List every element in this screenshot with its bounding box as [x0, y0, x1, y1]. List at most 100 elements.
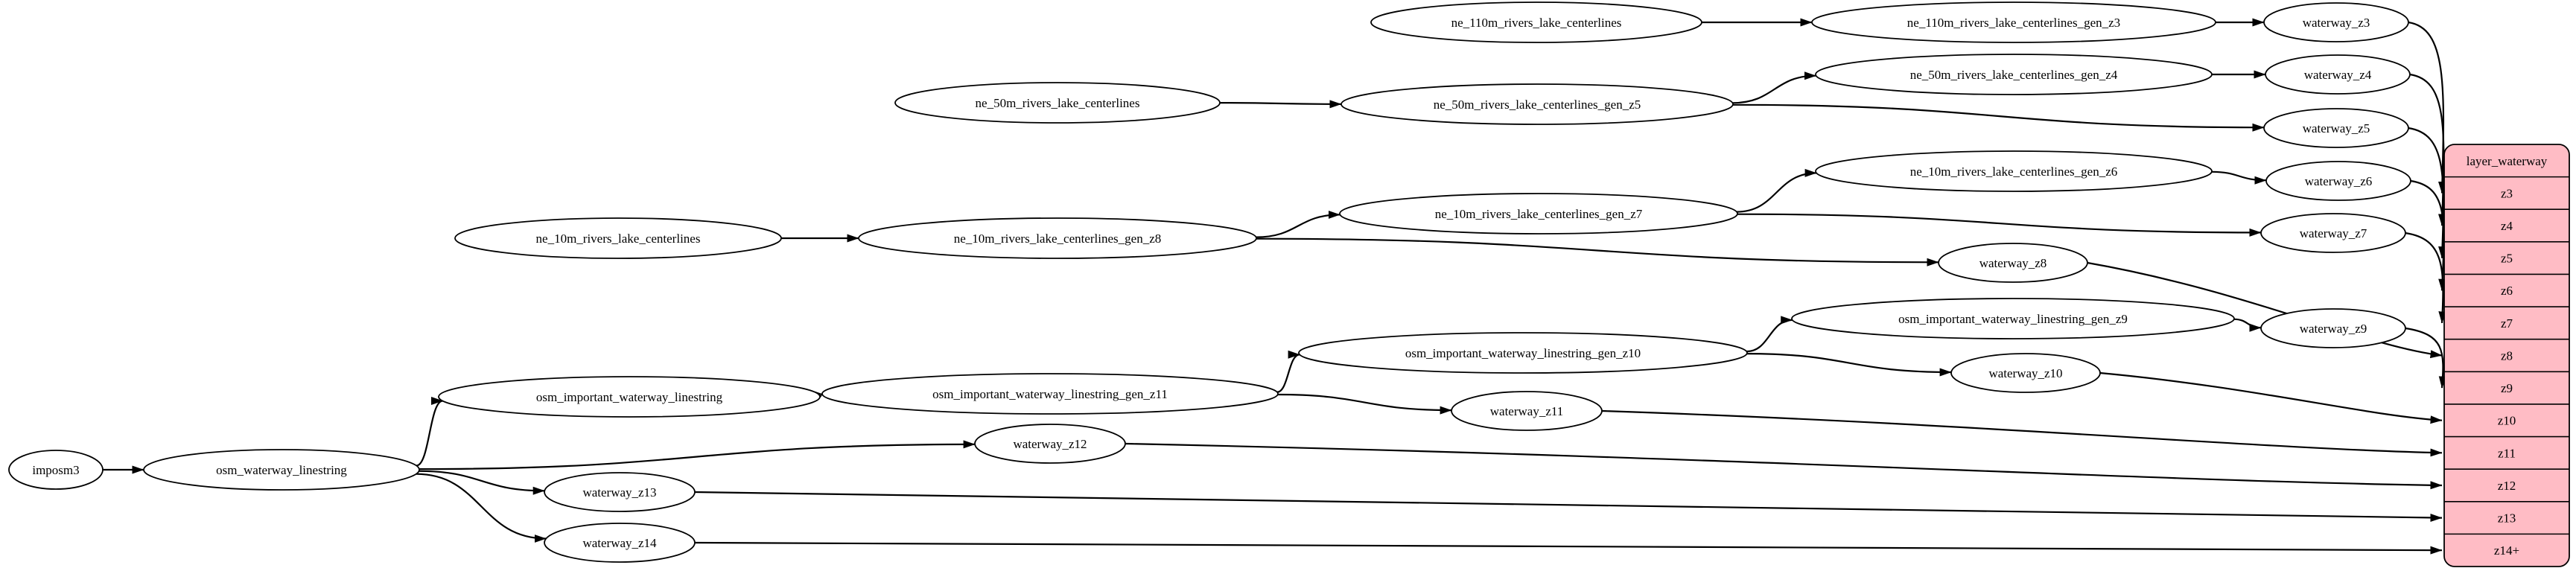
- node-label: ne_50m_rivers_lake_centerlines_gen_z5: [1434, 98, 1641, 112]
- table-row-z3: z3: [2501, 186, 2513, 200]
- edge-waterway_z6-to-table-z6: [2410, 179, 2447, 291]
- node-label: waterway_z9: [2300, 322, 2367, 336]
- node-ellipse: [1341, 83, 1734, 125]
- node-ne_50m_rivers_lake_centerlines_gen_z4: ne_50m_rivers_lake_centerlines_gen_z4: [1815, 54, 2213, 95]
- edge-ne_50m_rivers_lake_centerlines-to-ne_50m_rivers_lake_centerlines_gen_z5: [1219, 100, 1342, 109]
- node-ellipse: [974, 424, 1126, 464]
- edge-ne_10m_rivers_lake_centerlines_gen_z7-to-waterway_z7: [1737, 213, 2262, 237]
- node-label: ne_110m_rivers_lake_centerlines: [1451, 16, 1622, 30]
- node-label: ne_10m_rivers_lake_centerlines_gen_z6: [1910, 165, 2118, 179]
- edge-waterway_z7-to-table-z7: [2405, 232, 2447, 324]
- node-label: imposm3: [32, 463, 79, 477]
- node-ellipse: [2265, 54, 2411, 95]
- node-ellipse: [2263, 108, 2409, 148]
- node-osm_important_waterway_linestring_gen_z9: osm_important_waterway_linestring_gen_z9: [1791, 298, 2235, 339]
- edge-ne_10m_rivers_lake_centerlines_gen_z8-to-ne_10m_rivers_lake_centerlines_gen_z7: [1256, 210, 1341, 238]
- edge-waterway_z10-to-table-z10: [2099, 371, 2443, 424]
- node-ne_110m_rivers_lake_centerlines_gen_z3: ne_110m_rivers_lake_centerlines_gen_z3: [1811, 1, 2216, 43]
- node-ne_110m_rivers_lake_centerlines: ne_110m_rivers_lake_centerlines: [1370, 1, 1702, 43]
- edge-ne_10m_rivers_lake_centerlines_gen_z7-to-ne_10m_rivers_lake_centerlines_gen_z6: [1736, 168, 1817, 213]
- node-label: waterway_z11: [1490, 404, 1564, 418]
- edge-waterway_z3-to-table-z3: [2408, 21, 2446, 194]
- edge-ne_50m_rivers_lake_centerlines_gen_z5-to-ne_50m_rivers_lake_centerlines_gen_z4: [1732, 71, 1816, 104]
- node-ne_50m_rivers_lake_centerlines: ne_50m_rivers_lake_centerlines: [894, 82, 1221, 124]
- edge-waterway_z14-to-table-z14+: [694, 541, 2443, 555]
- table-row-z9: z9: [2501, 381, 2513, 395]
- node-label: waterway_z6: [2305, 174, 2373, 188]
- node-label: ne_50m_rivers_lake_centerlines_gen_z4: [1910, 68, 2118, 82]
- table-row-z7: z7: [2501, 316, 2513, 331]
- node-ellipse: [1815, 150, 2213, 192]
- edge-osm_important_waterway_linestring_gen_z11-to-waterway_z11: [1277, 393, 1452, 415]
- edge-osm_important_waterway_linestring_gen_z9-to-waterway_z9: [2233, 318, 2262, 332]
- node-label: waterway_z14: [582, 536, 657, 550]
- table-row-z10: z10: [2498, 414, 2516, 428]
- node-label: ne_10m_rivers_lake_centerlines_gen_z8: [954, 232, 1162, 246]
- node-label: waterway_z7: [2300, 226, 2367, 240]
- node-waterway_z7: waterway_z7: [2260, 213, 2406, 253]
- node-waterway_z12: waterway_z12: [974, 424, 1126, 464]
- edges-layer: [102, 18, 2447, 555]
- node-waterway_z9: waterway_z9: [2260, 308, 2406, 348]
- node-ellipse: [1938, 243, 2088, 283]
- node-ellipse: [1791, 298, 2235, 339]
- table-row-z5: z5: [2501, 252, 2513, 266]
- node-label: waterway_z4: [2304, 68, 2372, 82]
- edge-waterway_z13-to-table-z13: [694, 491, 2443, 522]
- node-ellipse: [2260, 213, 2406, 253]
- node-label: osm_waterway_linestring: [216, 463, 347, 477]
- node-label: waterway_z8: [1979, 256, 2047, 270]
- edge-waterway_z5-to-table-z5: [2408, 127, 2447, 259]
- node-ellipse: [894, 82, 1221, 124]
- node-label: osm_important_waterway_linestring_gen_z1…: [932, 387, 1168, 401]
- node-waterway_z6: waterway_z6: [2265, 161, 2411, 201]
- node-label: osm_important_waterway_linestring_gen_z9: [1898, 312, 2128, 326]
- node-ne_10m_rivers_lake_centerlines_gen_z7: ne_10m_rivers_lake_centerlines_gen_z7: [1339, 193, 1738, 234]
- node-ellipse: [2263, 2, 2409, 42]
- node-waterway_z8: waterway_z8: [1938, 243, 2088, 283]
- table-title: layer_waterway: [2467, 154, 2548, 168]
- node-ellipse: [2260, 308, 2406, 348]
- edge-ne_10m_rivers_lake_centerlines_gen_z6-to-waterway_z6: [2211, 170, 2267, 185]
- node-ellipse: [1370, 1, 1702, 43]
- node-ellipse: [1950, 353, 2101, 393]
- edge-waterway_z11-to-table-z11: [1601, 409, 2443, 457]
- node-ellipse: [438, 376, 821, 418]
- node-label: waterway_z13: [582, 485, 656, 500]
- node-ellipse: [858, 217, 1257, 259]
- node-ellipse: [143, 449, 420, 491]
- node-waterway_z3: waterway_z3: [2263, 2, 2409, 42]
- edge-osm_important_waterway_linestring_gen_z11-to-osm_important_waterway_linestring_gen_z10: [1276, 350, 1300, 393]
- node-label: waterway_z5: [2303, 121, 2370, 135]
- node-waterway_z13: waterway_z13: [544, 472, 696, 512]
- table-row-z6: z6: [2501, 284, 2513, 298]
- node-label: waterway_z10: [1988, 366, 2062, 380]
- node-osm_important_waterway_linestring_gen_z11: osm_important_waterway_linestring_gen_z1…: [821, 373, 1279, 415]
- node-label: ne_50m_rivers_lake_centerlines: [976, 96, 1140, 110]
- layer-waterway-table: layer_waterwayz3z4z5z6z7z8z9z10z11z12z13…: [2443, 144, 2570, 567]
- node-ellipse: [1339, 193, 1738, 234]
- node-label: osm_important_waterway_linestring_gen_z1…: [1405, 346, 1641, 360]
- table-row-z4: z4: [2501, 219, 2513, 233]
- nodes-layer: imposm3 osm_waterway_linestring osm_import…: [8, 1, 2411, 563]
- node-osm_important_waterway_linestring_gen_z10: osm_important_waterway_linestring_gen_z1…: [1298, 332, 1748, 374]
- node-waterway_z14: waterway_z14: [544, 523, 696, 563]
- node-osm_waterway_linestring: osm_waterway_linestring: [143, 449, 420, 491]
- node-label: ne_10m_rivers_lake_centerlines: [536, 232, 701, 246]
- edge-osm_waterway_linestring-to-osm_important_waterway_linestring: [416, 397, 443, 467]
- edge-waterway_z12-to-table-z12: [1125, 442, 2443, 490]
- node-ellipse: [8, 450, 104, 490]
- node-ellipse: [1298, 332, 1748, 374]
- node-ne_10m_rivers_lake_centerlines: ne_10m_rivers_lake_centerlines: [454, 217, 782, 259]
- edge-osm_waterway_linestring-to-waterway_z13: [419, 470, 545, 495]
- table-row-z14+: z14+: [2494, 543, 2519, 558]
- node-ellipse: [544, 472, 696, 512]
- node-ellipse: [2265, 161, 2411, 201]
- node-label: ne_10m_rivers_lake_centerlines_gen_z7: [1435, 207, 1643, 221]
- node-ellipse: [454, 217, 782, 259]
- node-label: waterway_z12: [1013, 437, 1087, 451]
- edge-osm_waterway_linestring-to-waterway_z14: [416, 473, 547, 543]
- node-ellipse: [544, 523, 696, 563]
